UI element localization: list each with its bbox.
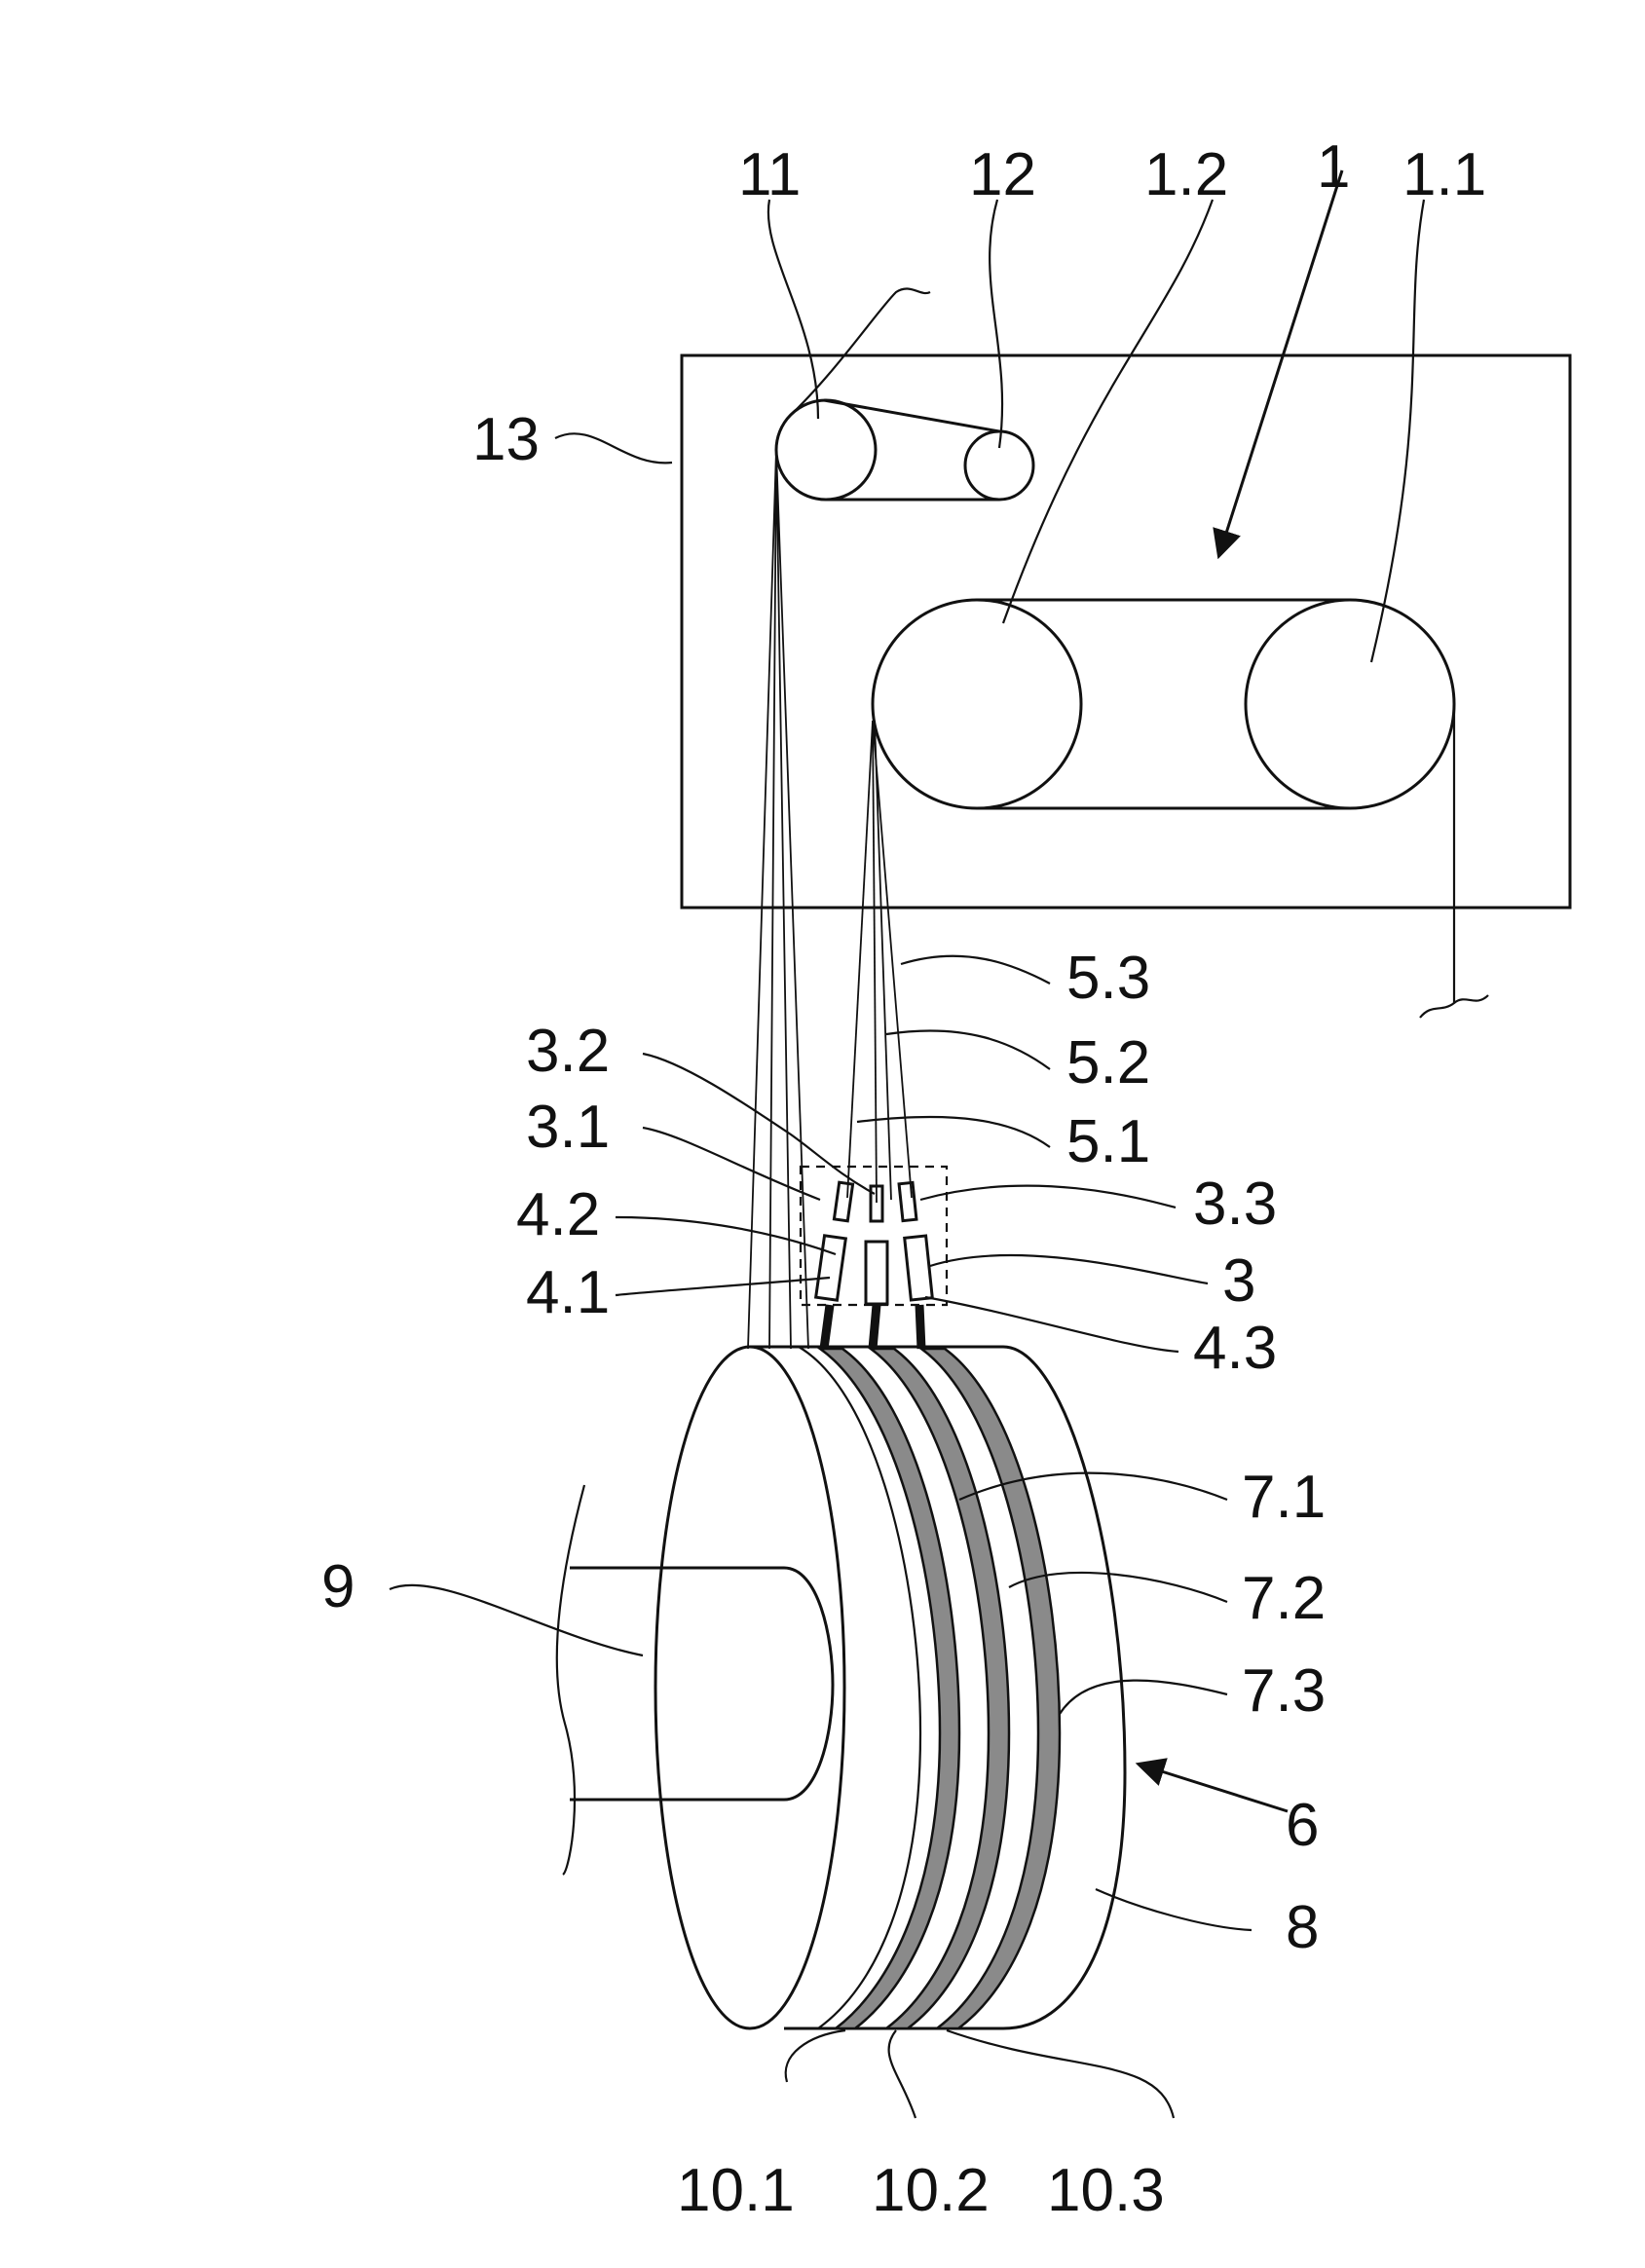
drum-side — [750, 1347, 1125, 2028]
label-7-3: 7.3 — [1242, 1657, 1326, 1725]
label-1-1: 1.1 — [1402, 141, 1486, 208]
label-13: 13 — [472, 406, 540, 473]
label-4-1: 4.1 — [526, 1259, 610, 1326]
feed-lines — [824, 1305, 921, 1349]
label-12: 12 — [969, 141, 1036, 208]
label-6: 6 — [1286, 1792, 1319, 1859]
label-7-1: 7.1 — [1242, 1464, 1326, 1531]
guide-4-1 — [816, 1236, 846, 1300]
label-9: 9 — [321, 1553, 355, 1620]
label-3-3: 3.3 — [1193, 1171, 1277, 1238]
label-3-2: 3.2 — [526, 1018, 610, 1085]
shaft-break-top — [557, 1485, 584, 1875]
label-4-2: 4.2 — [516, 1181, 600, 1248]
label-4-3: 4.3 — [1193, 1315, 1277, 1382]
label-5-3: 5.3 — [1066, 945, 1150, 1012]
thread-5-3 — [873, 721, 912, 1198]
label-11: 11 — [738, 141, 801, 208]
thread-5-2 — [873, 721, 877, 1203]
threads-from-11 — [748, 450, 808, 1349]
label-10-3: 10.3 — [1047, 2157, 1165, 2224]
thread-5-1 — [847, 721, 873, 1198]
label-8: 8 — [1286, 1894, 1319, 1961]
label-5-2: 5.2 — [1066, 1029, 1150, 1097]
label-7-2: 7.2 — [1242, 1565, 1326, 1632]
label-1-2: 1.2 — [1144, 141, 1228, 208]
bands — [820, 1349, 1060, 2028]
label-10-2: 10.2 — [872, 2157, 990, 2224]
guide-3-3 — [899, 1182, 916, 1220]
drum-1-1 — [1246, 600, 1454, 808]
thread-out-1-1 — [1420, 704, 1488, 1018]
label-3: 3 — [1222, 1247, 1255, 1315]
arrow-1 — [1222, 170, 1342, 545]
shaft-9 — [570, 1568, 833, 1800]
guide-3-1 — [834, 1182, 852, 1221]
thread-5-x — [875, 721, 891, 1200]
arrow-6 — [1149, 1767, 1288, 1811]
guide-4-2 — [866, 1242, 887, 1304]
label-3-1: 3.1 — [526, 1094, 610, 1161]
label-1: 1 — [1317, 133, 1350, 201]
label-5-1: 5.1 — [1066, 1108, 1150, 1175]
belt-11-12 — [824, 400, 999, 500]
drum-front-face — [655, 1347, 844, 2028]
drum-1-2 — [873, 600, 1081, 808]
drum-belt — [977, 600, 1350, 808]
housing-13 — [682, 355, 1570, 908]
guide-4-3 — [905, 1236, 933, 1300]
label-10-1: 10.1 — [677, 2157, 795, 2224]
